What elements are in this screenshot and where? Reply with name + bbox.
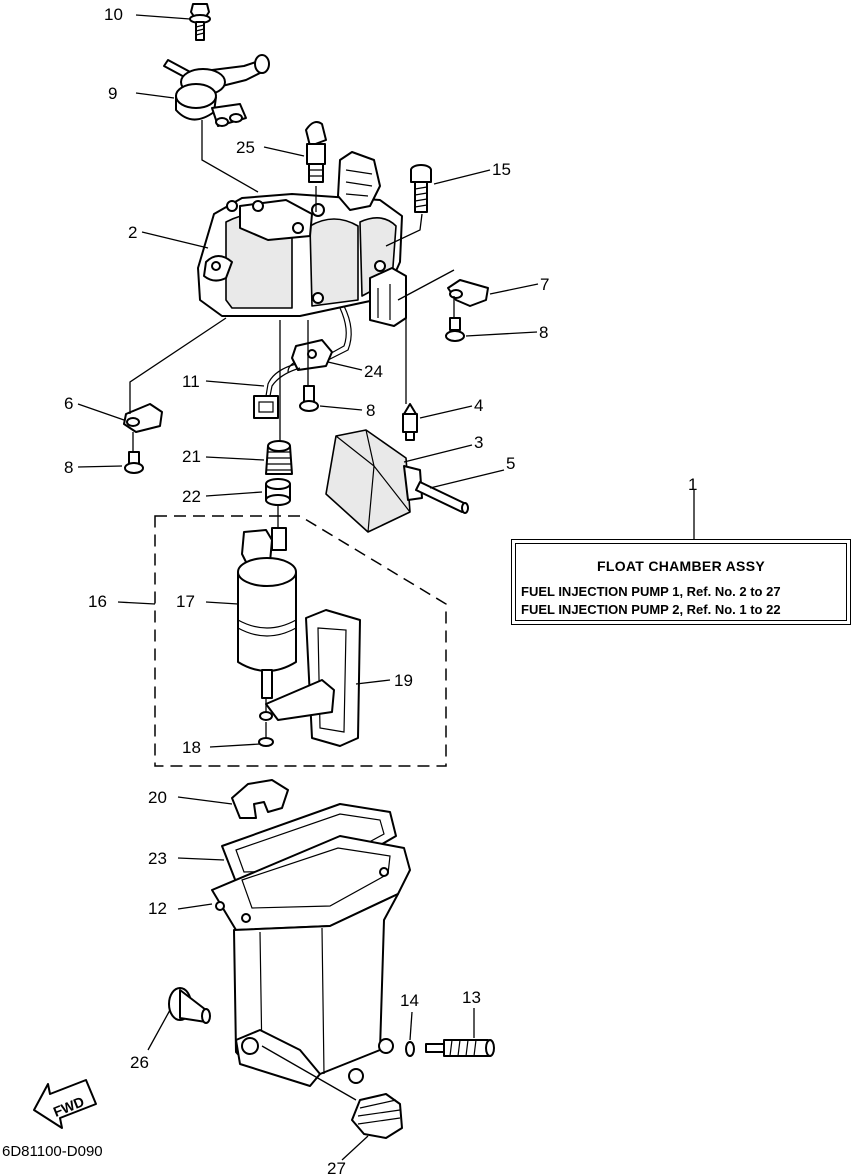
part-17-fuel-pump — [237, 527, 297, 699]
part-2-pump-body — [197, 151, 407, 327]
callout-8-left: 8 — [64, 458, 73, 477]
part-27-grommet — [351, 1093, 403, 1139]
part-11-wire-harness — [253, 363, 301, 419]
part-19-bracket — [265, 609, 361, 747]
callout-3: 3 — [474, 433, 483, 452]
callout-25: 25 — [236, 138, 255, 157]
part-5-pin — [415, 481, 469, 514]
callout-18: 18 — [182, 738, 201, 757]
legend-title: FLOAT CHAMBER ASSY — [597, 558, 765, 574]
callout-10: 10 — [104, 5, 123, 24]
part-15-screw — [410, 164, 432, 213]
callout-20: 20 — [148, 788, 167, 807]
callout-8-middle: 8 — [366, 401, 375, 420]
callout-22: 22 — [182, 487, 201, 506]
callout-13: 13 — [462, 988, 481, 1007]
part-10-bolt — [189, 3, 211, 41]
callout-15: 15 — [492, 160, 511, 179]
callout-6: 6 — [64, 394, 73, 413]
callout-14: 14 — [400, 991, 419, 1010]
part-12-float-chamber — [211, 835, 411, 1087]
callout-27: 27 — [327, 1159, 346, 1176]
callout-9: 9 — [108, 84, 117, 103]
callout-4: 4 — [474, 396, 483, 415]
callout-2: 2 — [128, 223, 137, 242]
callout-17: 17 — [176, 592, 195, 611]
callout-21: 21 — [182, 447, 201, 466]
part-8-screw-middle — [299, 385, 319, 412]
callout-7: 7 — [540, 275, 549, 294]
part-26-plug — [168, 987, 211, 1024]
callout-5: 5 — [506, 454, 515, 473]
legend-line-pump-1: FUEL INJECTION PUMP 1, Ref. No. 2 to 27 — [521, 584, 781, 599]
callout-24: 24 — [364, 362, 383, 381]
callout-16: 16 — [88, 592, 107, 611]
part-22-collar — [265, 478, 291, 506]
part-6-plate — [123, 403, 163, 433]
callout-12: 12 — [148, 899, 167, 918]
part-4-stud — [402, 403, 418, 441]
part-8-screw-left — [124, 451, 144, 474]
part-14-o-ring — [405, 1041, 415, 1057]
callout-11: 11 — [182, 372, 200, 391]
part-20-ring — [231, 779, 289, 819]
legend-line-pump-2: FUEL INJECTION PUMP 2, Ref. No. 1 to 22 — [521, 602, 781, 617]
part-7-plate — [447, 279, 489, 307]
callout-23: 23 — [148, 849, 167, 868]
part-13-drain-screw — [425, 1039, 495, 1057]
callout-labels: 10 9 25 15 2 7 8 24 11 8 6 8 4 3 21 5 22… — [64, 5, 697, 1176]
part-8-screw-right — [445, 317, 465, 342]
callout-8-right: 8 — [539, 323, 548, 342]
fwd-arrow-icon: FWD — [33, 1079, 97, 1129]
part-25-sensor — [305, 121, 327, 183]
part-21-filter — [265, 440, 293, 475]
legend-box: FLOAT CHAMBER ASSY FUEL INJECTION PUMP 1… — [511, 539, 851, 625]
diagram-code: 6D81100-D090 — [2, 1143, 103, 1160]
callout-1: 1 — [688, 475, 697, 494]
legend-inner-frame: FLOAT CHAMBER ASSY FUEL INJECTION PUMP 1… — [515, 543, 847, 621]
part-9-regulator — [163, 54, 270, 127]
callout-19: 19 — [394, 671, 413, 690]
part-16-group-outline — [154, 515, 447, 767]
part-24-clamp — [291, 339, 333, 371]
callout-26: 26 — [130, 1053, 149, 1072]
part-3-cover — [325, 429, 423, 533]
leader-lines — [77, 14, 695, 1161]
